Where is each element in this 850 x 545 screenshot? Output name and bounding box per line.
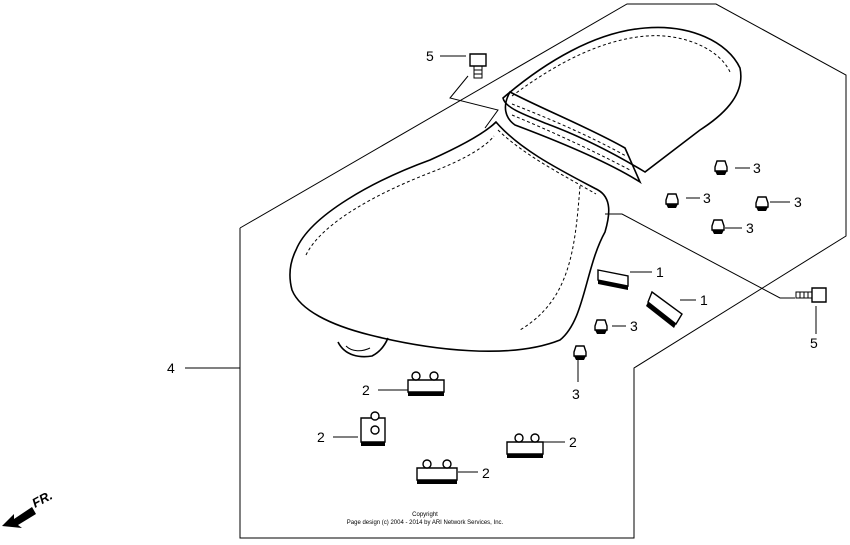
callout-label: 2 <box>317 429 325 445</box>
callout-label: 4 <box>167 360 175 376</box>
seat-bracket-part2 <box>506 433 544 458</box>
seat-bracket-part2 <box>416 459 458 484</box>
arrow-left-icon <box>2 507 36 528</box>
callout-label: 3 <box>572 386 580 402</box>
callout-label: 3 <box>794 194 802 210</box>
callout-label: 1 <box>656 264 664 280</box>
callout-label: 2 <box>482 465 490 481</box>
callout-label: 1 <box>700 292 708 308</box>
seat-bracket-part2 <box>360 411 386 446</box>
seat-brackets <box>360 371 544 484</box>
rubber-bumper-part3 <box>711 219 725 234</box>
rubber-bumper-part3 <box>594 319 608 334</box>
front-direction-label: FR. <box>29 488 55 511</box>
callout-label: 3 <box>630 318 638 334</box>
cushion-pads <box>597 269 683 328</box>
cushion-pad-part1 <box>646 290 683 328</box>
callout-label: 3 <box>703 190 711 206</box>
bolt-part5 <box>795 287 827 303</box>
bolt-part5 <box>469 53 487 79</box>
seat-bracket-part2 <box>407 371 445 396</box>
rubber-bumpers <box>573 160 769 360</box>
rubber-bumper-part3 <box>714 160 728 175</box>
callout-label: 5 <box>426 48 434 64</box>
copyright-line1: Copyright <box>412 512 438 518</box>
copyright-line2: Page design (c) 2004 - 2014 by ARI Netwo… <box>347 520 504 526</box>
seat-assembly <box>289 26 742 358</box>
bolts <box>469 53 827 303</box>
rubber-bumper-part3 <box>573 345 587 360</box>
callout-label: 3 <box>746 220 754 236</box>
assembly-boundary <box>239 3 847 539</box>
rubber-bumper-part3 <box>665 193 679 208</box>
callout-label: 3 <box>753 160 761 176</box>
callout-label: 2 <box>362 382 370 398</box>
cushion-pad-part1 <box>597 269 629 290</box>
callout-labels: 1 1 2 2 2 2 3 3 3 3 3 3 4 5 5 <box>167 48 818 481</box>
callout-label: 2 <box>569 434 577 450</box>
front-direction-indicator: FR. <box>2 488 55 528</box>
rubber-bumper-part3 <box>755 196 769 211</box>
leader-lines <box>185 55 817 473</box>
callout-label: 5 <box>810 335 818 351</box>
